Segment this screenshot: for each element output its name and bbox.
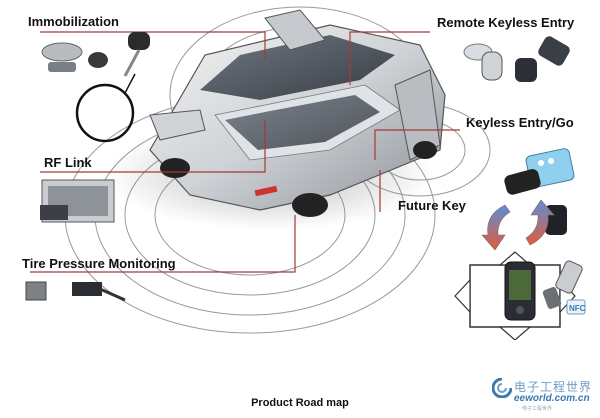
rf-link-module-icon [40, 179, 115, 223]
label-future-key: Future Key [398, 198, 466, 213]
eeworld-logo-icon [492, 378, 512, 398]
watermark-chinese: 电子工程世界 [514, 380, 593, 394]
eeworld-watermark: 电子工程世界 eeworld.com.cn 电子工程世界 [492, 378, 592, 412]
smartphone-icon [504, 261, 536, 321]
remote-keyless-fob-icon [463, 36, 570, 82]
nfc-tag: NFC [566, 299, 586, 315]
callout-lines [30, 31, 460, 273]
immobilizer-key-icon [123, 32, 150, 77]
immobilizer-coil-icon [75, 73, 136, 143]
watermark-url: eeworld.com.cn [514, 393, 590, 404]
figure-caption: Product Road map [251, 397, 349, 409]
phone-secondary-icon [542, 260, 583, 309]
car-illustration [149, 9, 446, 217]
label-immobilization: Immobilization [28, 14, 119, 29]
cycle-arrows-icon [481, 199, 555, 251]
product-roadmap-diagram: NFC Immobilization RF Link Tire Pressure… [22, 6, 586, 341]
nfc-label: NFC [569, 304, 586, 313]
keyless-go-card-icon [504, 148, 575, 235]
immobilization-parts-icon [41, 42, 108, 72]
watermark-sub: 电子工程世界 [522, 406, 553, 412]
label-rf-link: RF Link [44, 155, 92, 170]
label-remote-keyless-entry: Remote Keyless Entry [437, 15, 575, 30]
tire-pressure-sensor-icon [25, 281, 126, 302]
label-tire-pressure-monitoring: Tire Pressure Monitoring [22, 256, 176, 271]
label-keyless-entry-go: Keyless Entry/Go [466, 115, 574, 130]
diagram-canvas: NFC [25, 6, 586, 341]
